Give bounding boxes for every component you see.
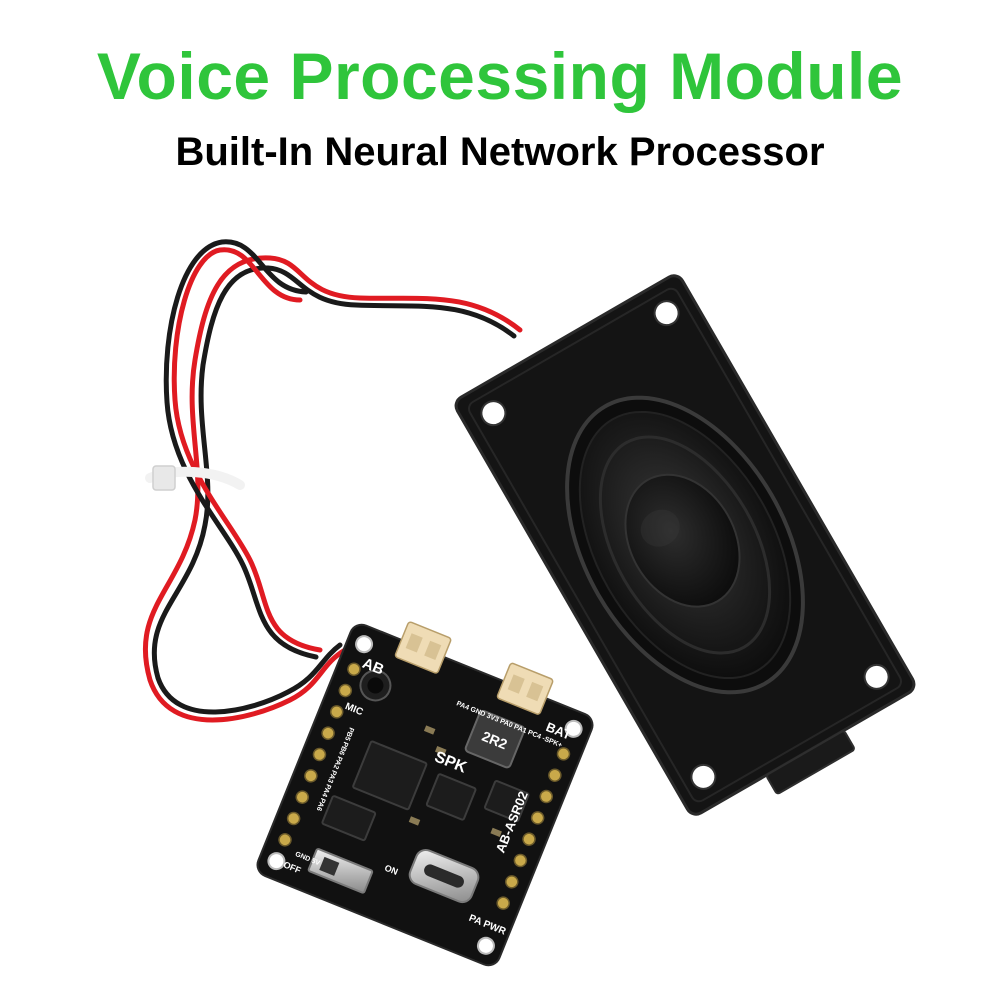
left-pin-header [278,662,361,847]
mount-hole [690,763,717,790]
microphone [359,669,392,702]
power-switch [307,848,374,894]
usb-c-port [408,848,480,904]
cable-tie [145,465,245,491]
regulator-chip [321,795,377,842]
flash-chip [483,779,530,823]
main-chip [352,740,428,811]
red-wire-loop [171,247,323,653]
speaker-terminal [766,730,855,795]
black-wire-loop [163,239,319,660]
mount-hole [480,400,507,427]
inductor: 2R2 [464,709,526,769]
page-title: Voice Processing Module [96,39,904,113]
spk-connector [394,621,452,674]
logo: AB [360,655,387,679]
on-label: ON [383,863,399,877]
right-pin-header [496,747,571,910]
page-subtitle: Built-In Neural Network Processor [175,130,825,174]
speaker [454,274,916,816]
voice-module-board: 2R2 SPK BAT MIC PA PWR ON OFF PA4 GND 3V… [256,621,594,967]
amp-chip [425,773,477,821]
dust-cap [624,473,741,608]
mount-hole [863,663,890,690]
mount-hole [653,300,680,327]
speaker-cable [142,239,523,723]
bat-connector [496,662,554,715]
red-wire [142,255,523,723]
black-wire [151,265,517,715]
